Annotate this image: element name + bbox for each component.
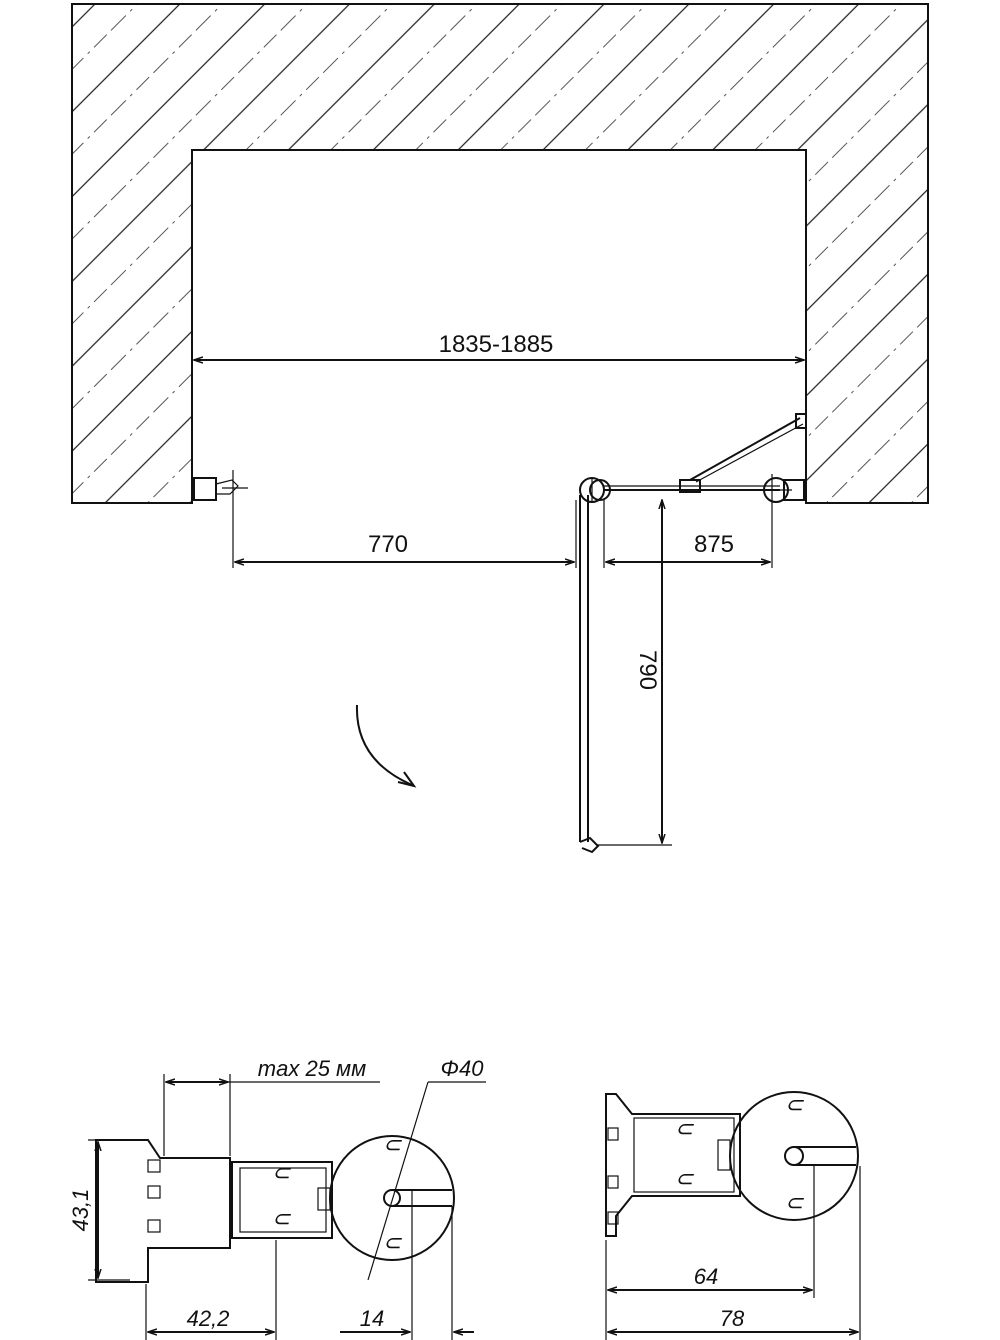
svg-text:⊂: ⊂ [383, 1132, 403, 1157]
wall-niche [71, 3, 929, 504]
overall-width-label: 1835-1885 [439, 331, 554, 358]
width-label: 42,2 [187, 1306, 230, 1331]
detail-right-dimensions: 64 78 [605, 1166, 861, 1340]
open-door-panel [579, 495, 600, 854]
svg-text:⊂: ⊂ [785, 1092, 805, 1117]
door-depth-label: 790 [634, 650, 661, 690]
diameter-label: Φ40 [441, 1056, 485, 1081]
hinge-assembly [579, 477, 780, 503]
detail-left-dimensions: max 25 мм Φ40 43,1 42,2 14 [68, 1056, 484, 1340]
fixed-panel-label: 875 [694, 531, 734, 558]
dim-a-label: 64 [694, 1264, 718, 1289]
detail-left-profile: ⊂ ⊂ ⊂ ⊂ [95, 1081, 486, 1283]
fixed-panel-dimension: 875 [603, 500, 770, 568]
offset-label: 14 [360, 1306, 384, 1331]
right-wall-profile [760, 474, 805, 568]
swing-arc [355, 704, 417, 788]
detail-right-profile: ⊂ ⊂ ⊂ ⊂ [605, 1091, 859, 1237]
door-depth-dimension: 790 [596, 500, 672, 846]
door-width-label: 770 [368, 531, 408, 558]
svg-text:⊂: ⊂ [383, 1230, 403, 1255]
svg-text:⊂: ⊂ [675, 1116, 695, 1141]
svg-text:⊂: ⊂ [785, 1190, 805, 1215]
stabilizer-bar [679, 413, 807, 493]
svg-text:⊂: ⊂ [272, 1206, 292, 1231]
overall-width-dimension: 1835-1885 [194, 331, 804, 360]
height-label: 43,1 [68, 1189, 93, 1232]
dim-b-label: 78 [720, 1306, 745, 1331]
door-width-dimension: 770 [235, 500, 577, 568]
max-gap-label: max 25 мм [258, 1056, 366, 1081]
left-wall-profile [193, 470, 248, 568]
svg-text:⊂: ⊂ [675, 1166, 695, 1191]
svg-text:⊂: ⊂ [272, 1160, 292, 1185]
